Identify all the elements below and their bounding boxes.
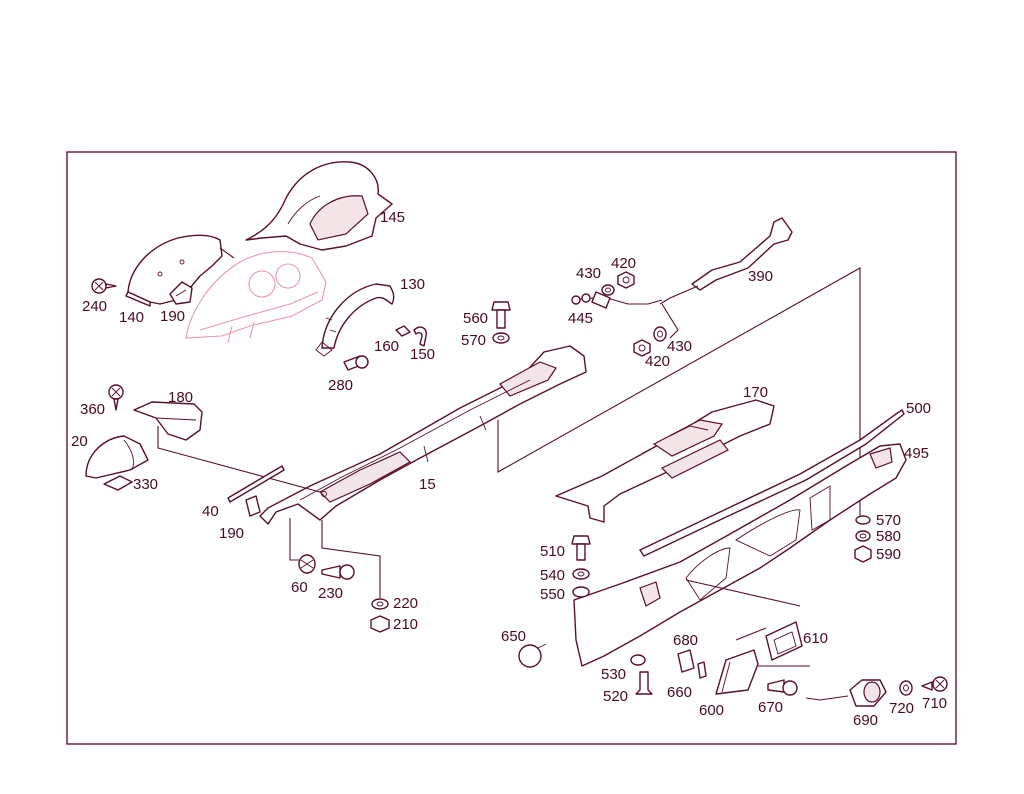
callout-190: 190 (160, 308, 185, 325)
part-145-cluster-hood (245, 161, 393, 251)
part-420-nut-upper (617, 271, 635, 289)
part-330-clip (103, 475, 133, 491)
part-430-washer-lower (653, 326, 667, 342)
callout-60: 60 (291, 579, 308, 596)
part-720-washer (899, 680, 913, 696)
part-570-washer-right (855, 515, 871, 525)
part-190-clip-lower (245, 495, 261, 517)
callout-550: 550 (540, 586, 565, 603)
callout-160: 160 (374, 338, 399, 355)
callout-labels: 145 240 140 190 130 160 150 280 430 420 … (71, 209, 947, 729)
part-590-nut (854, 545, 872, 563)
callout-130: 130 (400, 276, 425, 293)
callout-650: 650 (501, 628, 526, 645)
callout-570: 570 (876, 512, 901, 529)
diagram-frame (66, 151, 957, 745)
part-130-bracket (315, 283, 395, 357)
callout-360: 360 (80, 401, 105, 418)
part-230-screw (321, 564, 355, 580)
callout-670: 670 (758, 699, 783, 716)
callout-420: 420 (645, 353, 670, 370)
callout-280: 280 (328, 377, 353, 394)
leader-lines-15 (157, 267, 861, 598)
part-20-end-cap (85, 435, 149, 479)
part-660-clip (697, 661, 707, 679)
callout-420: 420 (611, 255, 636, 272)
callout-500: 500 (906, 400, 931, 417)
part-540-washer (572, 568, 590, 580)
part-495-lower-dash (573, 443, 907, 667)
part-690-switch (849, 679, 887, 707)
part-710-screw (921, 676, 948, 692)
callout-570: 570 (461, 332, 486, 349)
callout-540: 540 (540, 567, 565, 584)
callout-580: 580 (876, 528, 901, 545)
callout-170: 170 (743, 384, 768, 401)
callout-330: 330 (133, 476, 158, 493)
callout-590: 590 (876, 546, 901, 563)
part-150-spring-clip (413, 326, 428, 347)
part-610-panel (735, 621, 810, 667)
part-280-screw (343, 355, 369, 371)
part-360-screw (108, 384, 124, 411)
callout-720: 720 (889, 700, 914, 717)
part-550-washer (572, 586, 590, 598)
part-530-washer (630, 654, 646, 666)
callout-445: 445 (568, 310, 593, 327)
part-180-cover (133, 401, 203, 441)
part-220-washer (371, 598, 389, 610)
callout-430: 430 (667, 338, 692, 355)
part-430-washer-upper (601, 284, 615, 296)
callout-390: 390 (748, 268, 773, 285)
part-60-grommet (298, 554, 316, 574)
part-140-side-housing (125, 234, 235, 307)
callout-20: 20 (71, 433, 88, 450)
part-670-screw (767, 679, 798, 696)
callout-520: 520 (603, 688, 628, 705)
part-560-bolt (491, 301, 511, 329)
callout-600: 600 (699, 702, 724, 719)
part-15-dash-panel (259, 345, 587, 525)
part-600-panel (715, 649, 759, 695)
callout-220: 220 (393, 595, 418, 612)
part-510-bolt (571, 535, 591, 561)
callout-710: 710 (922, 695, 947, 712)
callout-530: 530 (601, 666, 626, 683)
instrument-cluster-ghost (185, 251, 327, 343)
callout-510: 510 (540, 543, 565, 560)
callout-240: 240 (82, 298, 107, 315)
callout-660: 660 (667, 684, 692, 701)
callout-680: 680 (673, 632, 698, 649)
callout-210: 210 (393, 616, 418, 633)
callout-190: 190 (219, 525, 244, 542)
callout-15: 15 (419, 476, 436, 493)
callout-145: 145 (380, 209, 405, 226)
part-190-clip-upper (169, 281, 193, 305)
leader-690 (805, 695, 849, 701)
callout-140: 140 (119, 309, 144, 326)
part-570-washer-upper (492, 332, 510, 344)
callout-230: 230 (318, 585, 343, 602)
part-580-washer (855, 530, 871, 542)
callout-40: 40 (202, 503, 219, 520)
callout-610: 610 (803, 630, 828, 647)
part-210-nut (370, 615, 390, 633)
part-500-trim-strip (639, 409, 905, 557)
callout-560: 560 (463, 310, 488, 327)
part-390-cable (571, 217, 793, 339)
callout-150: 150 (410, 346, 435, 363)
part-520-bolt (635, 671, 653, 695)
callout-430: 430 (576, 265, 601, 282)
part-650-plug (518, 643, 547, 668)
callout-495: 495 (904, 445, 929, 462)
part-240-screw (91, 278, 117, 294)
part-170-upper-cover (555, 399, 775, 523)
part-160-clip (395, 325, 411, 337)
callout-180: 180 (168, 389, 193, 406)
callout-690: 690 (853, 712, 878, 729)
part-420-nut-lower (633, 339, 651, 357)
part-40-strip (227, 465, 285, 503)
part-680-clip (677, 649, 695, 673)
